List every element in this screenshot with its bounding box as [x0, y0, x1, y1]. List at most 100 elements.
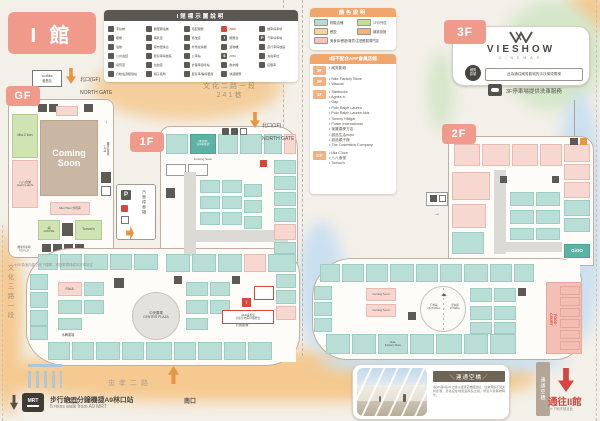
color-legend-header: 顏色說明 — [310, 8, 396, 17]
map-block — [274, 242, 296, 254]
map-block — [184, 230, 288, 242]
street-lane241-label: 文化二路一段 241巷 — [203, 83, 257, 100]
legend-item-label: 外幣兌換機 — [191, 44, 207, 49]
carwash-icon — [488, 84, 502, 96]
map-label-block: 六角廣場 — [235, 323, 249, 328]
map-block — [536, 210, 560, 224]
map-block — [274, 224, 296, 240]
map-block — [536, 192, 560, 206]
mrt-icon: MRT — [22, 393, 44, 412]
map-label-block: Mia C'bon — [12, 114, 38, 158]
map-block — [244, 254, 266, 272]
vieshow-logo-icon — [509, 31, 533, 43]
map-block — [222, 212, 242, 225]
legend-item-icon — [145, 52, 152, 59]
map-label-block: 水舞廣場 — [61, 333, 75, 338]
legend-item-icon: i — [221, 34, 228, 41]
map-block — [560, 297, 580, 306]
map-block — [96, 342, 120, 360]
map-block — [200, 196, 220, 209]
legend-item-icon — [108, 25, 114, 32]
map-block — [314, 318, 332, 332]
legend-item-icon — [108, 70, 114, 77]
car-glyph — [491, 88, 499, 92]
f1-north-en: NORTH GATE — [262, 135, 295, 142]
app-store-list: • Mia C'bon • 八八食堂 • Tomod's — [329, 150, 348, 166]
legend-item-icon — [221, 25, 228, 32]
map-block — [470, 322, 492, 334]
legend-item-icon — [221, 61, 228, 68]
parking-tower-label: 汽車停車場 — [142, 190, 147, 215]
legend-item-label: 公共電話 — [116, 53, 129, 58]
map-block — [564, 164, 590, 180]
legend-item: 手扶梯 — [108, 24, 143, 33]
legend-item-icon — [183, 52, 190, 59]
map-block — [62, 223, 73, 236]
map-block — [314, 302, 332, 316]
map-block — [570, 138, 578, 145]
legend-item-icon: $ — [221, 52, 228, 59]
map-block — [540, 144, 562, 166]
color-legend-item: 美食街/餐廳/雜貨/主題體驗專門店 — [314, 37, 392, 44]
legend-item-label: 充電車位 — [267, 53, 280, 58]
app-floor-tag: 3F — [313, 66, 326, 75]
map-block — [186, 282, 208, 296]
map-label-block: 八八食堂 Hachi Hachi — [12, 160, 38, 208]
map-block — [564, 144, 590, 162]
map-block — [276, 290, 296, 304]
map-block — [390, 264, 414, 282]
to-building2-arrow — [558, 368, 574, 392]
map-block — [218, 254, 242, 272]
legend-item-icon — [108, 34, 114, 41]
map-label-block: 中央廣場 CENTER PLAZA — [132, 292, 180, 340]
legend-item-icon — [221, 70, 228, 77]
map-block — [42, 244, 51, 252]
west-gate-label: 西口 WEST GATE — [66, 368, 98, 421]
map-label-block: i — [242, 298, 251, 307]
map-block — [38, 254, 58, 270]
map-block — [184, 172, 196, 256]
legend-item-label: 手扶梯 — [116, 26, 126, 31]
parking-entry-arrow — [126, 226, 134, 240]
map-block — [494, 306, 516, 320]
bridge-caption: I館2F與II館2F之間以連通空橋相連接，往來兩館不受天候影響，舒適自在地悠遊兩… — [433, 385, 505, 398]
floor-label-1f: 1F — [130, 132, 164, 152]
floor-label-2f: 2F — [442, 124, 476, 144]
map-block — [210, 282, 230, 296]
map-block — [454, 144, 480, 166]
map-block — [186, 318, 208, 330]
f1-north-gate-label: 北口(1F) NORTH GATE — [262, 116, 294, 142]
map-block — [494, 288, 516, 302]
color-legend-label: 娛樂設施 — [373, 30, 387, 34]
map-block — [101, 186, 111, 196]
legend-item-label: 電梯 — [116, 44, 123, 49]
map-block — [192, 254, 216, 272]
map-block — [53, 244, 62, 252]
legend-item: 親子廁所 — [145, 69, 181, 78]
map-label-block: FOOD COURT — [549, 312, 558, 326]
bridge-card: ＼連通空橋／ I館2F與II館2F之間以連通空橋相連接，往來兩館不受天候影響，舒… — [352, 364, 510, 420]
map-block — [49, 104, 58, 112]
elevator-icon — [121, 216, 129, 224]
legend-item-label: 嬰兒車停放區 — [153, 53, 172, 58]
map-label-block: ◀▶ — [441, 292, 447, 297]
map-block — [464, 334, 488, 354]
map-block — [408, 312, 416, 320]
color-legend-label: 物販店鋪 — [330, 21, 344, 25]
legend-item: 無障礙電梯 — [145, 24, 181, 33]
map-block — [436, 334, 462, 354]
legend-item: 哺乳室 — [145, 33, 181, 42]
map-block — [452, 172, 490, 200]
color-legend-item: 餐飲 — [314, 28, 349, 35]
floor-label-3f: 3F — [444, 20, 486, 44]
legend-item-icon — [145, 61, 152, 68]
map-block — [134, 254, 158, 270]
bridge-ribbon: 連通空橋 — [536, 362, 550, 416]
map-label-block: Mia C'bon 外帶區 — [50, 202, 90, 215]
gf-north-en: NORTH GATE — [80, 89, 113, 96]
mrt-text-en: 5 mins walk from A9 MRT — [50, 404, 107, 410]
